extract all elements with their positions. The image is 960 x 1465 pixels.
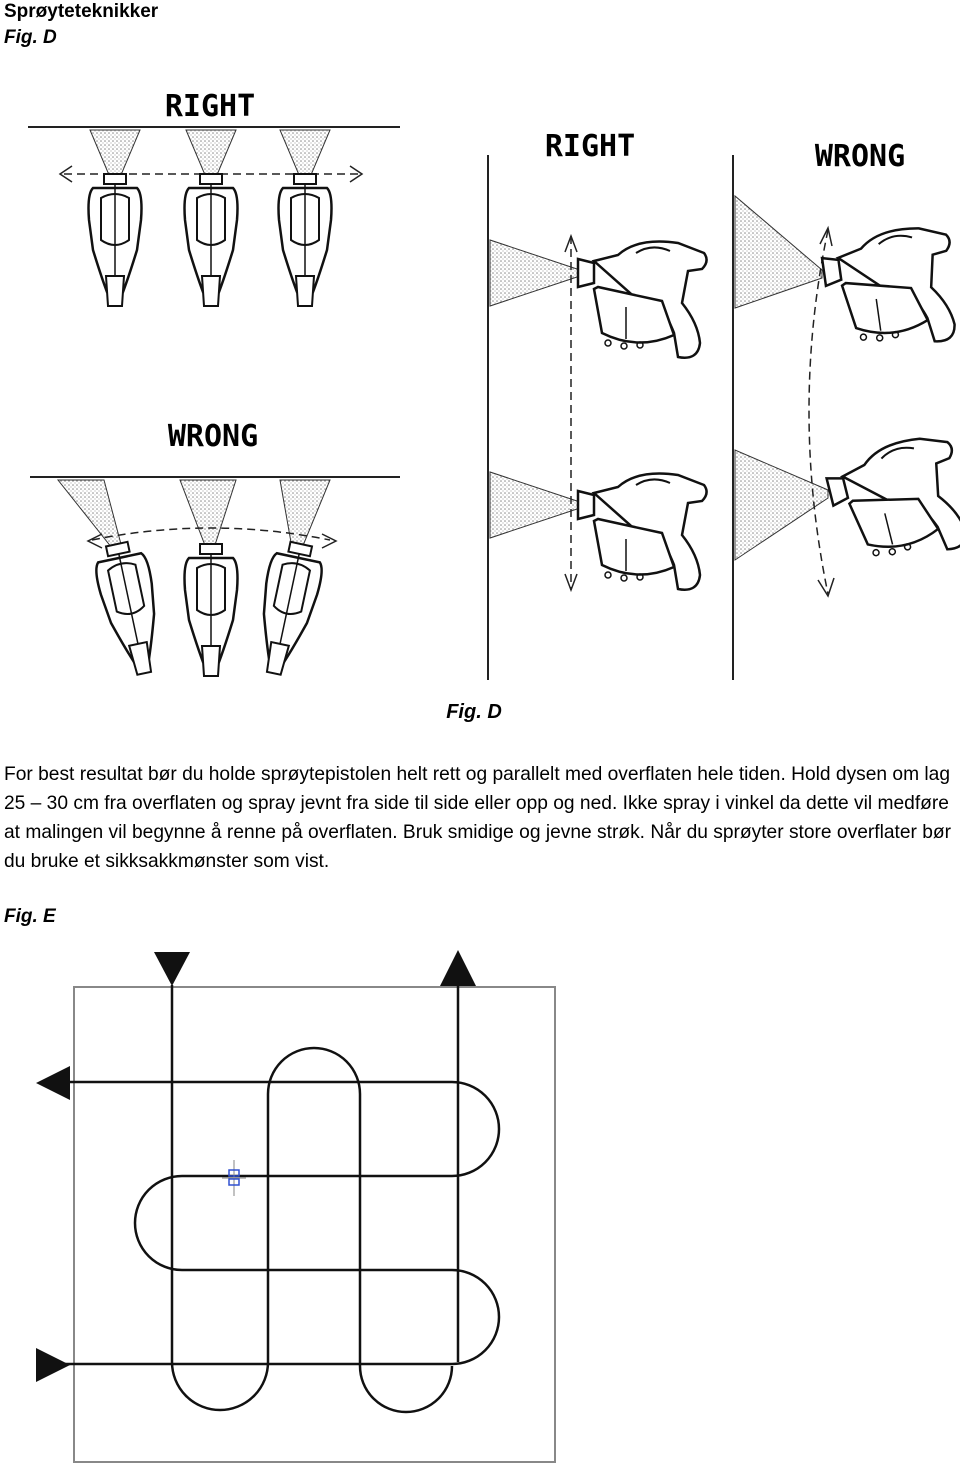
surface-frame (73, 986, 556, 1463)
fig-e-label: Fig. E (4, 906, 56, 927)
fig-d-label: Fig. D (4, 27, 57, 48)
cursor-marker-icon (222, 1160, 246, 1196)
section-heading: Sprøyteteknikker (4, 1, 159, 22)
label-right-top: RIGHT (165, 89, 255, 124)
label-right-side: RIGHT (545, 129, 635, 164)
label-wrong-bottom: WRONG (168, 419, 258, 454)
arrow-left-icon (36, 1066, 70, 1100)
figure-d-caption: Fig. D (446, 701, 502, 723)
figure-d-illustration: RIGHT WRONG RIGHT WRONG Fig. D (28, 89, 960, 723)
arrow-up-icon (440, 950, 476, 986)
label-wrong-side: WRONG (815, 139, 905, 174)
instructions-paragraph: For best resultat bør du holde sprøytepi… (4, 764, 952, 872)
figure-e-zigzag-pattern (36, 950, 556, 1463)
arrow-down-icon (154, 952, 190, 986)
arrow-right-icon (36, 1348, 70, 1382)
